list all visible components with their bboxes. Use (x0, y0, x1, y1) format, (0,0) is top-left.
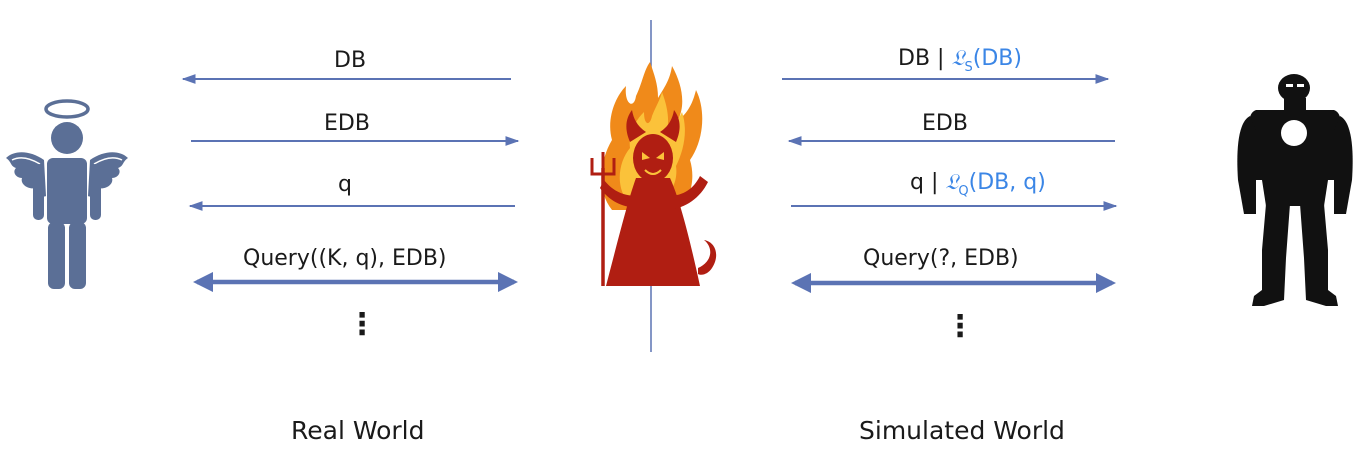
leakage-setup: 𝔏S(DB) (951, 46, 1022, 75)
real-ellipsis: ⋮ (347, 307, 377, 342)
devil-icon (590, 62, 717, 286)
real-world-caption: Real World (291, 416, 425, 445)
sim-ellipsis: ⋮ (945, 309, 975, 344)
real-label-q: q (338, 172, 352, 197)
leakage-query-symbol: 𝔏 (945, 170, 959, 195)
sim-label-q: q | 𝔏Q(DB, q) (910, 170, 1046, 199)
leakage-query: 𝔏Q(DB, q) (945, 170, 1046, 199)
leakage-setup-subscript: S (964, 60, 973, 75)
sim-label-edb: EDB (922, 111, 968, 136)
sim-label-db: DB | 𝔏S(DB) (898, 46, 1022, 75)
sim-label-query: Query(?, EDB) (863, 246, 1019, 271)
simulated-world-caption: Simulated World (859, 416, 1065, 445)
real-label-query: Query((K, q), EDB) (243, 246, 447, 271)
leakage-query-args: (DB, q) (968, 170, 1046, 195)
robot-icon (1237, 74, 1353, 306)
real-label-edb: EDB (324, 111, 370, 136)
angel-icon (6, 99, 128, 289)
leakage-setup-args: (DB) (972, 46, 1022, 71)
leakage-setup-symbol: 𝔏 (951, 46, 965, 71)
real-label-db: DB (334, 48, 367, 73)
leakage-query-subscript: Q (958, 184, 969, 199)
sim-label-db-text: DB | (898, 46, 952, 71)
sim-label-q-text: q | (910, 170, 946, 195)
